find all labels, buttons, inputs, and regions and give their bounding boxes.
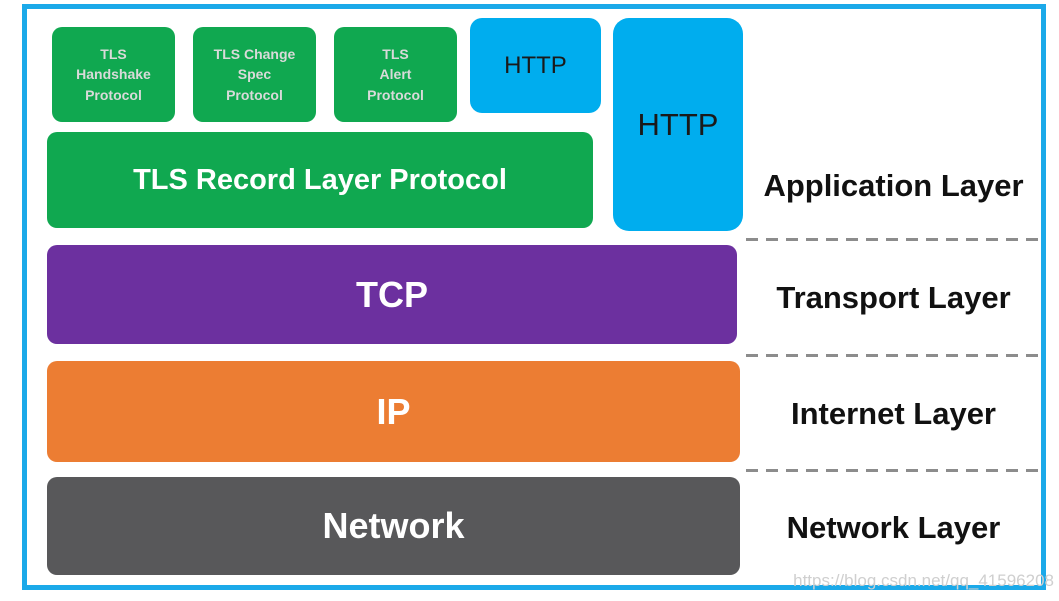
tls-alert-protocol-box: TLS Alert Protocol [334, 27, 457, 122]
layer-divider-transport-internet [746, 354, 1042, 357]
watermark: https://blog.csdn.net/qq_41596208 [793, 571, 1054, 590]
network-layer-label: Network Layer [786, 510, 1001, 545]
tcp-bar: TCP [47, 245, 737, 344]
http-box-tall: HTTP [613, 18, 743, 231]
tls-handshake-protocol-box: TLS Handshake Protocol [52, 27, 175, 122]
http-box-small: HTTP [470, 18, 601, 113]
internet-layer-label: Internet Layer [790, 396, 996, 431]
network-bar: Network [47, 477, 740, 575]
transport-layer-label: Transport Layer [776, 280, 1011, 315]
layer-divider-internet-network [746, 469, 1042, 472]
tls-change-spec-protocol-box: TLS Change Spec Protocol [193, 27, 316, 122]
tls-record-layer-protocol-bar: TLS Record Layer Protocol [47, 132, 593, 228]
ip-bar: IP [47, 361, 740, 462]
application-layer-label: Application Layer [763, 168, 1024, 203]
layer-divider-application-transport [746, 238, 1042, 241]
